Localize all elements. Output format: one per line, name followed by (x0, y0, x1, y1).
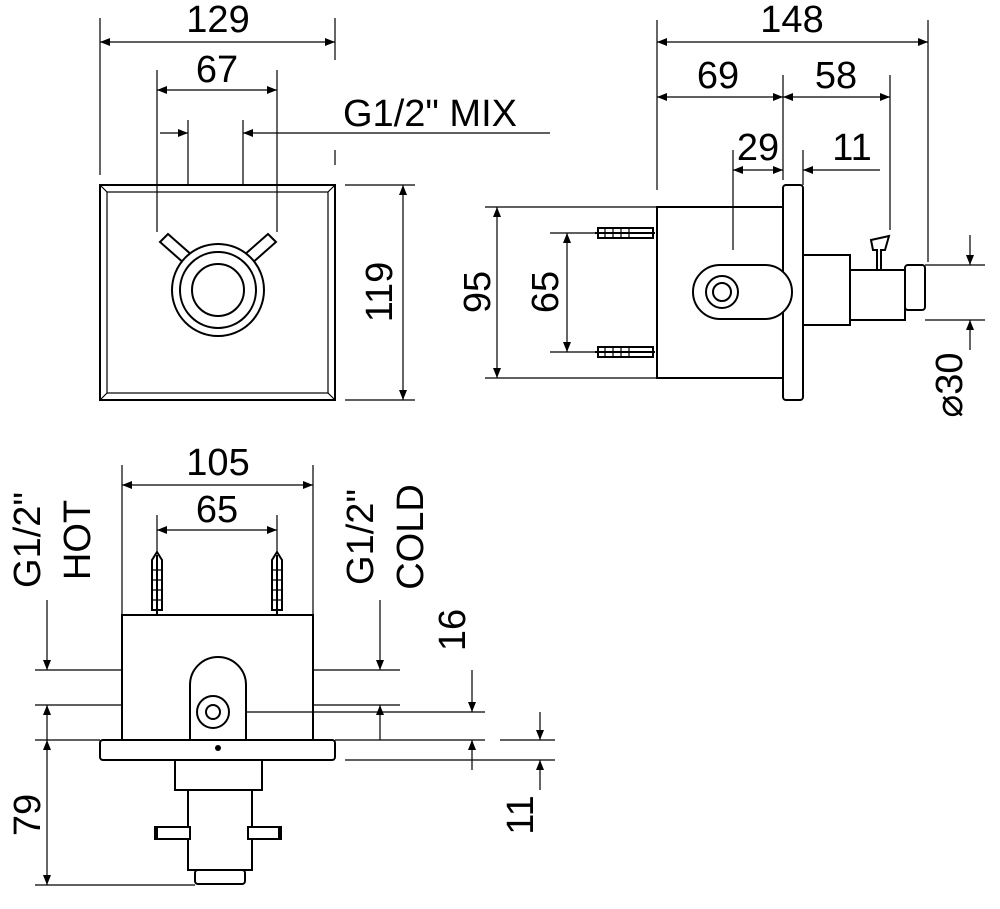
dim-side-body: 69 (697, 55, 739, 97)
dim-front-height: 119 (359, 262, 401, 323)
handle-knob (191, 263, 245, 317)
wall-anchor (151, 550, 163, 615)
dim-plate-thickness: 11 (500, 795, 542, 834)
dim-side-plate: 11 (832, 127, 871, 169)
dim-front-inner: 67 (196, 49, 238, 91)
side-lever (869, 234, 891, 271)
cold-label-size: G1/2" (340, 489, 382, 585)
hot-label-size: G1/2" (7, 492, 49, 588)
dim-side-handle: 29 (737, 127, 779, 169)
dim-inlet-offset: 16 (432, 609, 474, 651)
hot-label: HOT (57, 500, 99, 580)
cold-label: COLD (390, 484, 432, 590)
dim-front-width: 129 (186, 0, 249, 41)
front-view: 129 67 G1/2" MIX 119 (99, 0, 550, 401)
dim-top-anchors: 65 (196, 489, 238, 531)
wall-anchor (595, 227, 655, 239)
lever-left-top (154, 826, 191, 840)
cover-plate (99, 184, 336, 401)
dim-side-anchors: 65 (525, 271, 567, 313)
cartridge-oval (692, 264, 793, 320)
handle-ring (171, 243, 265, 337)
wall-anchor (271, 550, 283, 615)
dim-side-height: 95 (457, 271, 499, 313)
cartridge-top (189, 656, 247, 741)
dim-projection: 79 (7, 794, 49, 836)
dim-outlet-diameter: ⌀30 (929, 352, 971, 417)
dim-top-width: 105 (186, 442, 249, 484)
top-view: 105 65 G1/2" HOT G1/2" COLD 16 79 11 (7, 442, 555, 886)
wall-anchor (595, 346, 655, 358)
side-view: 148 69 58 29 11 95 65 ⌀30 (457, 0, 985, 418)
dim-side-total: 148 (760, 0, 823, 41)
mix-outlet-label: G1/2" MIX (343, 93, 517, 135)
lever-right-top (247, 826, 282, 840)
dim-side-front: 58 (815, 55, 857, 97)
